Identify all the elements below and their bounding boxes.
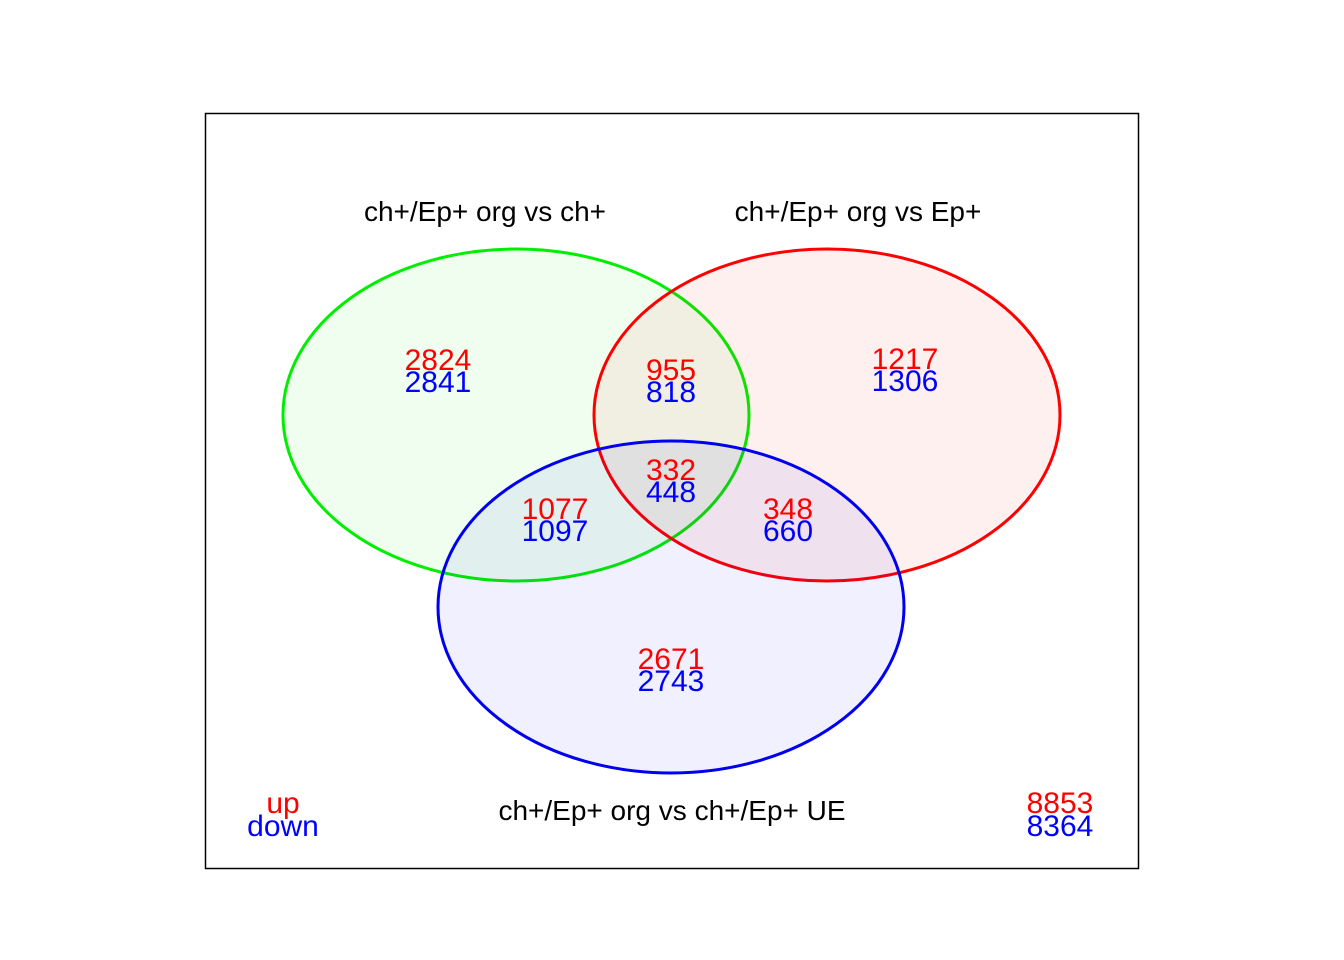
region-a-only: 2824 2841 [405,344,472,399]
plot-frame [204,112,1140,870]
region-ab-only-down: 818 [646,376,696,409]
legend-down-label: down [247,810,319,843]
total-down: 8364 [1027,810,1094,843]
region-a-only-down: 2841 [405,366,472,399]
region-abc-up: 332 [646,454,696,487]
legend-up-label: up [266,787,299,820]
region-a-only-up: 2824 [405,344,472,377]
region-bc-only: 348 660 [763,493,813,548]
set-c-label: ch+/Ep+ org vs ch+/Ep+ UE [498,795,845,826]
region-ac-only-up: 1077 [522,493,589,526]
region-ab-only-up: 955 [646,354,696,387]
region-ab-only: 955 818 [646,354,696,409]
totals: 8853 8364 [1027,787,1094,843]
region-abc-down: 448 [646,476,696,509]
legend: up down [247,787,319,843]
region-c-only: 2671 2743 [638,643,705,698]
region-b-only-down: 1306 [872,365,939,398]
region-b-only: 1217 1306 [872,343,939,398]
region-c-only-up: 2671 [638,643,705,676]
region-b-only-up: 1217 [872,343,939,376]
region-abc: 332 448 [646,454,696,509]
set-b-label: ch+/Ep+ org vs Ep+ [735,196,982,227]
set-a-label: ch+/Ep+ org vs ch+ [364,196,606,227]
set-b-ellipse [592,247,1062,583]
total-up: 8853 [1027,787,1094,820]
region-bc-only-up: 348 [763,493,813,526]
set-c-ellipse [436,439,906,775]
set-a-ellipse [281,247,751,583]
region-ac-only: 1077 1097 [522,493,589,548]
region-bc-only-down: 660 [763,515,813,548]
region-ac-only-down: 1097 [522,515,589,548]
region-c-only-down: 2743 [638,665,705,698]
